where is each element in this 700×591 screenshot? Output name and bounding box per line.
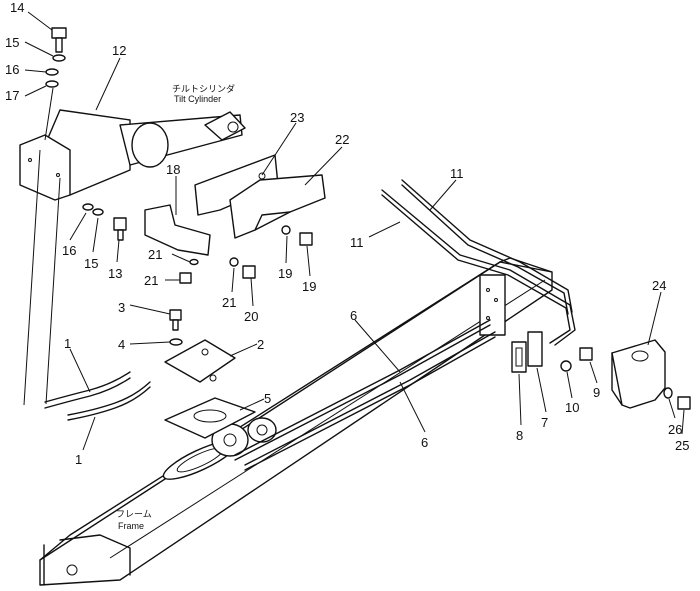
callout-label: 6: [421, 435, 428, 450]
bolt-part-3: [169, 309, 182, 331]
callout-labels: 14 15 16 17 12 23 22 18 11 11 16 15 13 2…: [5, 0, 689, 467]
bolt-part-14: [51, 27, 67, 53]
callout-label: 14: [10, 0, 24, 15]
callout-label: 10: [565, 400, 579, 415]
tube-part-11: [381, 179, 576, 346]
washer-part-21c: [281, 225, 291, 235]
assembly-lines: [23, 87, 61, 406]
callout-label: 16: [5, 62, 19, 77]
washer-part-16: [45, 68, 59, 76]
flange-part-7: [527, 331, 543, 367]
callout-label: 2: [257, 337, 264, 352]
bolt-part-20: [242, 265, 256, 279]
washer-part-21a: [189, 258, 199, 266]
callout-label: 4: [118, 337, 125, 352]
washer-part-4: [169, 338, 183, 346]
bolt-part-9: [579, 347, 593, 361]
leader-lines: [24, 11, 685, 451]
callout-label: 7: [541, 415, 548, 430]
callout-label: 18: [166, 162, 180, 177]
callout-label: 1: [64, 336, 71, 351]
callout-label: 13: [108, 266, 122, 281]
callout-label: 22: [335, 132, 349, 147]
callout-label: 20: [244, 309, 258, 324]
callout-label: 15: [84, 256, 98, 271]
callout-label: 23: [290, 110, 304, 125]
callout-label: 3: [118, 300, 125, 315]
callout-label: 9: [593, 385, 600, 400]
washer-part-15-lower: [92, 208, 104, 216]
frame-caption-jp: フレーム: [116, 509, 152, 519]
callout-label: 6: [350, 308, 357, 323]
washer-part-16-lower: [82, 203, 94, 211]
callout-label: 16: [62, 243, 76, 258]
plate-part-18: [144, 204, 211, 256]
washer-part-10: [560, 360, 572, 372]
tilt-cylinder-caption-en: Tilt Cylinder: [174, 94, 221, 104]
callout-label: 25: [675, 438, 689, 453]
callout-label: 24: [652, 278, 666, 293]
washer-part-21b: [229, 257, 239, 267]
callout-label: 11: [450, 166, 464, 181]
cylinder-bracket-part-12: [19, 109, 246, 201]
washer-part-26: [663, 387, 673, 399]
callout-label: 21: [148, 247, 162, 262]
bolt-part-13: [113, 217, 127, 241]
tilt-cylinder-caption-jp: チルトシリンダ: [172, 83, 235, 94]
callout-label: 15: [5, 35, 19, 50]
callout-label: 17: [5, 88, 19, 103]
callout-label: 1: [75, 452, 82, 467]
washer-part-15: [52, 54, 66, 62]
gasket-part-5: [164, 397, 256, 439]
callout-label: 21: [144, 273, 158, 288]
frame-caption-en: Frame: [118, 521, 144, 531]
callout-label: 26: [668, 422, 682, 437]
bracket-part-22: [229, 174, 326, 239]
gasket-part-8: [511, 341, 527, 373]
bolt-part-25: [677, 396, 691, 410]
bolt-part-19b: [299, 232, 313, 246]
callout-label: 19: [302, 279, 316, 294]
plate-part-2: [164, 339, 236, 383]
callout-label: 21: [222, 295, 236, 310]
bolt-part-19a: [179, 272, 192, 284]
callout-label: 11: [350, 235, 364, 250]
hose-part-1: [44, 371, 151, 421]
washer-part-17: [45, 80, 59, 88]
callout-label: 19: [278, 266, 292, 281]
callout-label: 12: [112, 43, 126, 58]
tube-part-6: [234, 319, 496, 471]
callout-label: 5: [264, 391, 271, 406]
frame-beam: [39, 257, 553, 586]
cover-part-24: [611, 339, 666, 409]
callout-label: 8: [516, 428, 523, 443]
